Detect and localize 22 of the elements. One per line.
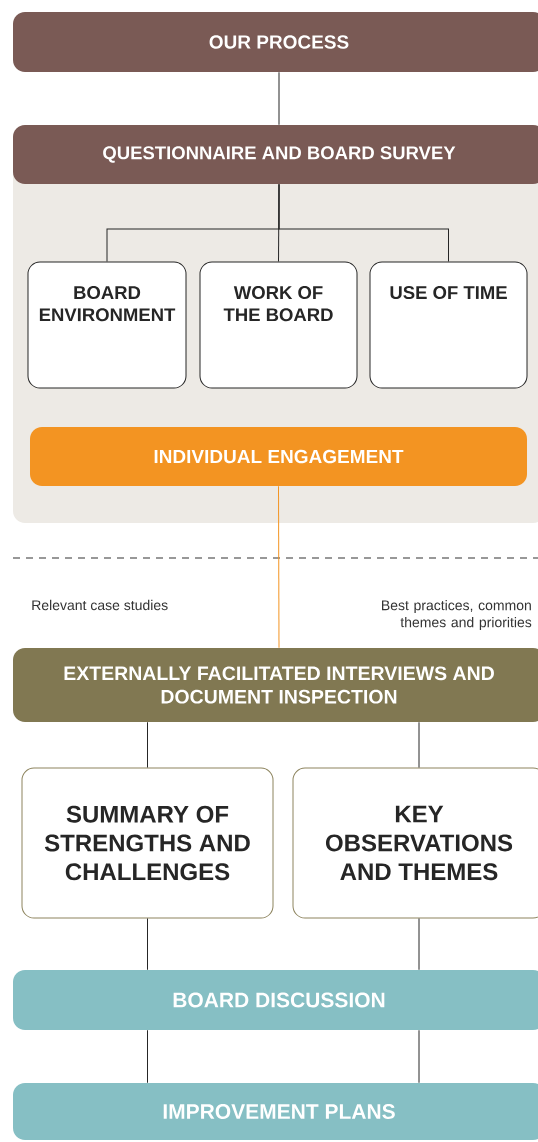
note-text: Relevant case studies: [32, 599, 168, 611]
topic-box: USE OF TIME: [369, 261, 528, 389]
output-box: KEY OBSERVATIONS AND THEMES: [292, 767, 538, 919]
stage-bar: BOARD DISCUSSION: [13, 970, 538, 1030]
topic-box: BOARD ENVIRONMENT: [27, 261, 187, 389]
stage-bar: INDIVIDUAL ENGAGEMENT: [30, 427, 527, 486]
connector-line: [418, 721, 420, 768]
stage-bar: EXTERNALLY FACILITATED INTERVIEWS AND DOCUMENT INSPECTION: [13, 648, 538, 722]
connector-line: [278, 485, 280, 649]
connector-line: [278, 71, 280, 126]
output-box: SUMMARY OF STRENGTHS AND CHALLENGES: [21, 767, 274, 919]
header-bar: OUR PROCESS: [13, 12, 538, 72]
connector-line: [147, 918, 148, 971]
connector-line: [418, 918, 420, 971]
connector-line: [147, 721, 148, 768]
connector-line: [278, 183, 449, 262]
connector-line: [147, 1029, 148, 1084]
connector-line: [418, 1029, 420, 1084]
note-text: Best practices, common themes and priorities: [382, 600, 532, 631]
stage-bar: IMPROVEMENT PLANS: [13, 1083, 538, 1140]
header-bar: QUESTIONNAIRE AND BOARD SURVEY: [13, 125, 538, 184]
topic-box: WORK OF THE BOARD: [199, 261, 358, 389]
